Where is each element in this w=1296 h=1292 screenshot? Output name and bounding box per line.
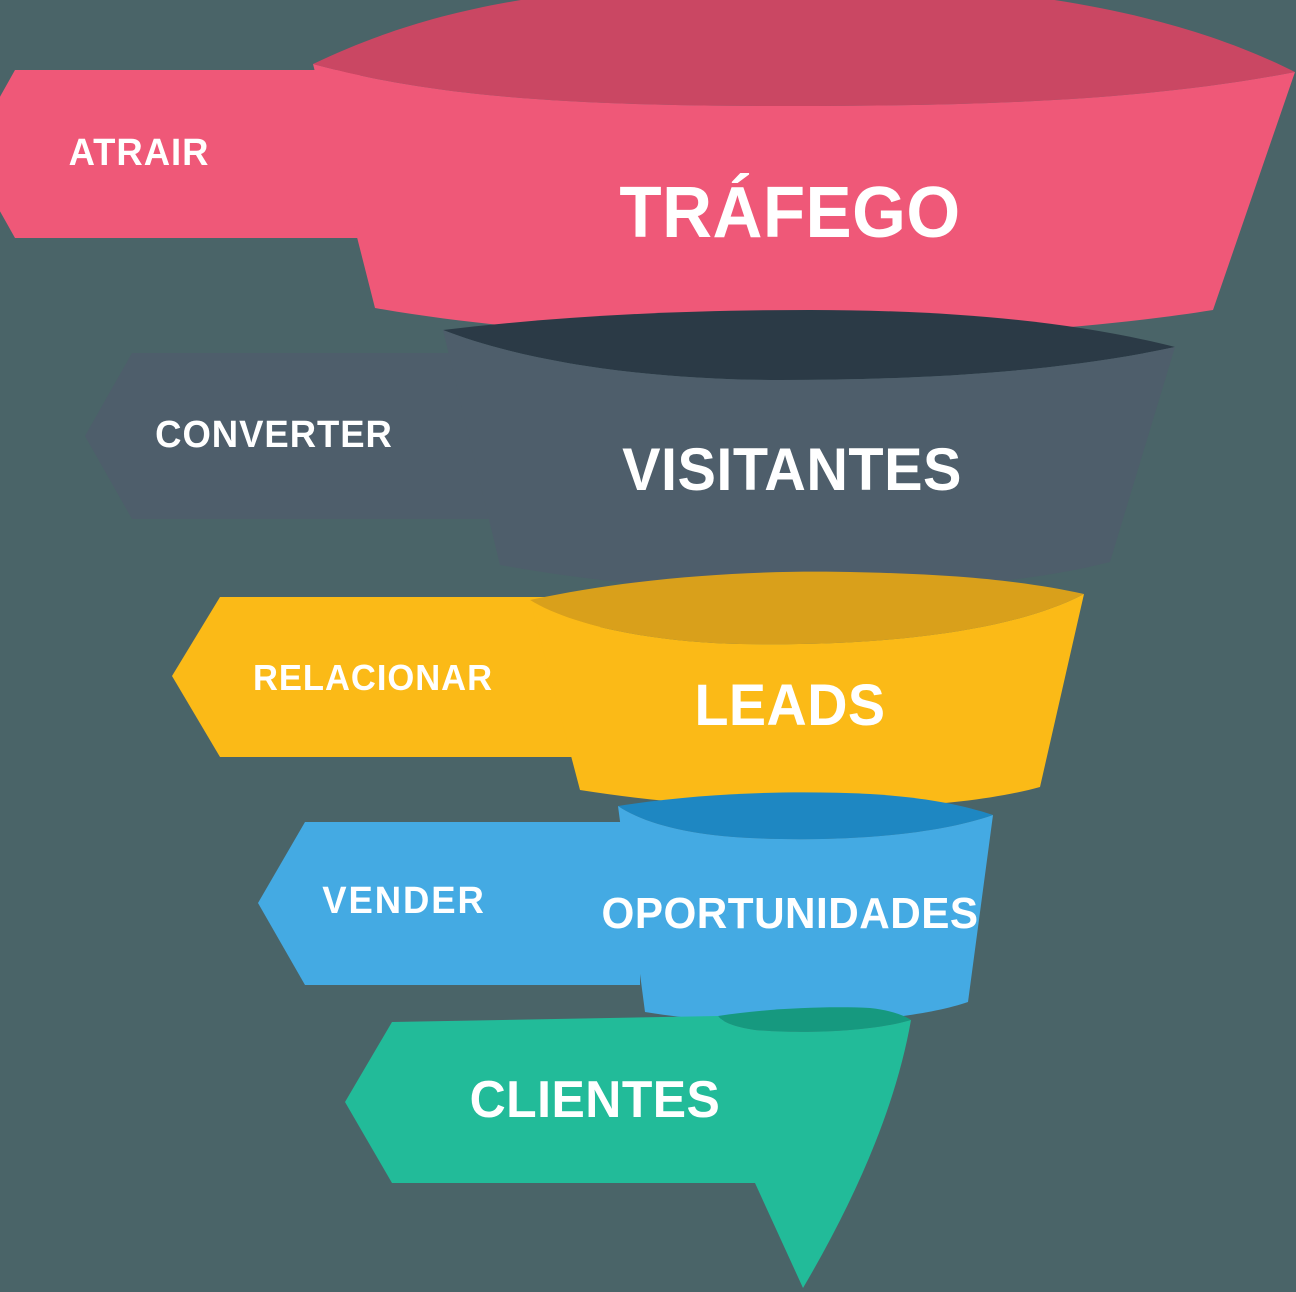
stage-leads-body bbox=[530, 594, 1084, 809]
action-label-converter: CONVERTER bbox=[155, 414, 393, 456]
stage-trafego-lip bbox=[313, 0, 1295, 106]
stage-clientes-body bbox=[345, 1016, 911, 1288]
ribbon-converter bbox=[85, 353, 500, 519]
ribbon-relacionar bbox=[172, 597, 600, 757]
stage-trafego-body bbox=[313, 64, 1295, 338]
stage-label-visitantes: VISITANTES bbox=[622, 436, 962, 503]
action-label-vender: VENDER bbox=[322, 880, 486, 922]
stage-label-leads: LEADS bbox=[694, 673, 886, 738]
stage-clientes-lip bbox=[718, 1007, 911, 1032]
stage-visitantes-body bbox=[443, 330, 1175, 592]
stage-label-oportunidades: OPORTUNIDADES bbox=[601, 889, 979, 938]
action-label-relacionar: RELACIONAR bbox=[253, 657, 493, 698]
stage-visitantes-lip bbox=[443, 310, 1175, 380]
stage-label-clientes: CLIENTES bbox=[469, 1071, 721, 1129]
stage-oportunidades-lip bbox=[618, 792, 993, 840]
stage-leads-lip bbox=[530, 571, 1084, 645]
ribbon-vender bbox=[258, 822, 640, 985]
stage-oportunidades-body bbox=[618, 806, 993, 1024]
action-label-atrair: ATRAIR bbox=[68, 132, 210, 174]
stage-label-trafego: TRÁFEGO bbox=[619, 173, 961, 253]
ribbon-atrair bbox=[0, 70, 360, 238]
